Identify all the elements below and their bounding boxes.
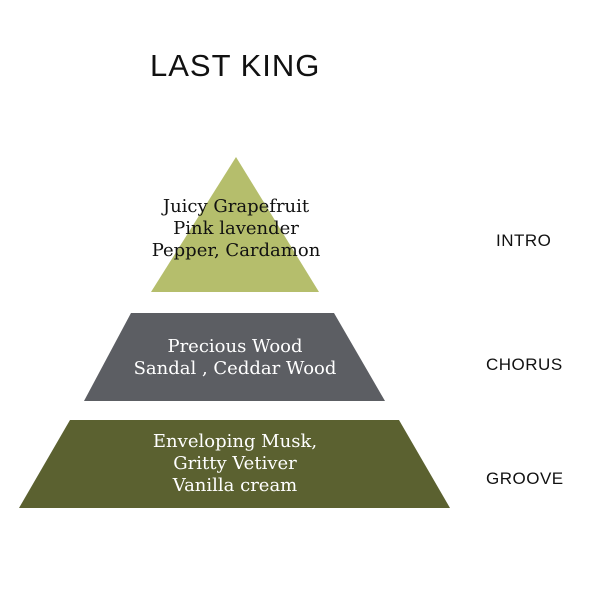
tier-label-groove: GROOVE — [486, 469, 564, 488]
note-line: Enveloping Musk, — [152, 431, 318, 452]
pyramid-bottom-tier — [19, 420, 450, 508]
pyramid-top-tier — [151, 157, 319, 292]
note-line: Pink lavender — [173, 218, 299, 239]
middle-tier-notes: Precious Wood Sandal , Ceddar Wood — [110, 336, 360, 380]
tier-label-chorus: CHORUS — [486, 355, 563, 374]
diagram-title: LAST KING — [150, 48, 321, 83]
note-line: Juicy Grapefruit — [162, 196, 310, 217]
note-line: Gritty Vetiver — [173, 453, 297, 474]
tier-label-intro: INTRO — [496, 231, 552, 250]
pyramid-middle-tier — [84, 313, 385, 401]
top-tier-notes: Juicy Grapefruit Pink lavender Pepper, C… — [120, 196, 352, 262]
note-line: Pepper, Cardamon — [151, 240, 321, 261]
note-line: Sandal , Ceddar Wood — [133, 358, 337, 379]
note-line: Vanilla cream — [172, 475, 298, 496]
note-line: Precious Wood — [167, 336, 303, 357]
bottom-tier-notes: Enveloping Musk, Gritty Vetiver Vanilla … — [110, 431, 360, 497]
